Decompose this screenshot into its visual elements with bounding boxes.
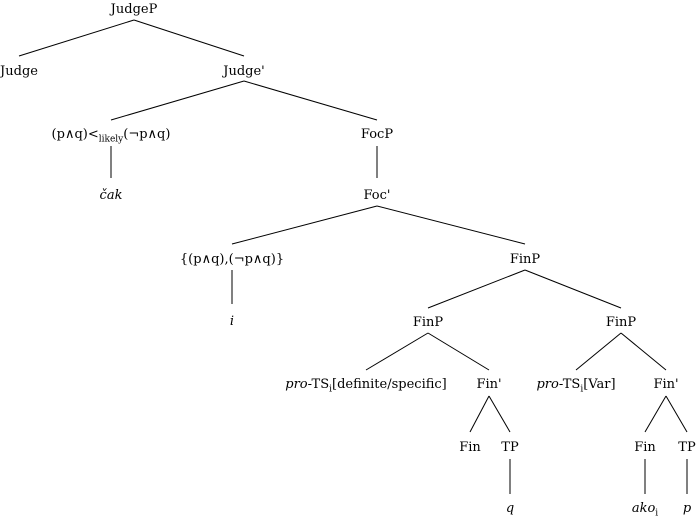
node-tp-right: TP — [678, 440, 696, 455]
branch-fin-bar-left-fin — [469, 395, 490, 433]
branch-judge-bar-focp — [243, 80, 378, 121]
pro-right-feature: [Var] — [583, 377, 616, 392]
ako-word: ako — [631, 501, 656, 516]
branch-finp-right-pro — [575, 332, 622, 371]
node-judge: Judge — [0, 64, 38, 79]
node-finp-top: FinP — [509, 252, 541, 267]
branch-finp-left-pro — [365, 332, 429, 371]
spec-pre: (p∧q)< — [51, 127, 99, 142]
node-judgep: JudgeP — [110, 2, 158, 17]
branch-judge-bar-spec — [110, 80, 245, 121]
pro-right-italic: pro — [536, 377, 559, 392]
node-foc-bar: Foc' — [363, 188, 391, 203]
branch-finp-finp-right — [524, 269, 622, 309]
node-i: i — [229, 314, 235, 329]
node-q: q — [505, 501, 515, 516]
node-fin-right: Fin — [634, 440, 656, 455]
node-judge-bar: Judge' — [223, 64, 265, 79]
node-cak: čak — [99, 188, 123, 203]
node-fin-bar-right: Fin' — [653, 377, 679, 392]
branch-foc-bar-set — [231, 205, 378, 245]
node-fin-left: Fin — [459, 440, 481, 455]
pro-left-ts: -TS — [307, 377, 330, 392]
node-ako: akoi — [632, 501, 658, 522]
node-finp-right: FinP — [605, 315, 637, 330]
branch-finp-left-fin-bar — [427, 332, 490, 371]
node-spec-scalar: (p∧q)<likely(¬p∧q) — [52, 127, 171, 148]
node-finp-left: FinP — [412, 315, 444, 330]
node-focp: FocP — [360, 127, 394, 142]
branch-fin-bar-right-fin — [644, 395, 667, 433]
node-pro-left: pro-TSi[definite/specific] — [285, 377, 447, 398]
pro-left-index: i — [329, 384, 333, 395]
branch-fin-bar-left-tp — [488, 395, 511, 433]
spec-subscript: likely — [98, 134, 124, 145]
branch-finp-finp-left — [427, 269, 526, 309]
pro-left-feature: [definite/specific] — [332, 377, 447, 392]
node-set: {(p∧q),(¬p∧q)} — [179, 252, 285, 267]
pro-right-ts: -TS — [558, 377, 581, 392]
ako-index: i — [655, 508, 659, 519]
pro-left-italic: pro — [285, 377, 308, 392]
branch-judgep-judge-bar — [133, 19, 245, 57]
branch-finp-right-fin-bar — [620, 332, 667, 371]
pro-right-index: i — [580, 384, 584, 395]
branch-fin-bar-right-tp — [665, 395, 688, 433]
node-pro-right: pro-TSi[Var] — [536, 377, 615, 398]
branch-judgep-judge — [18, 19, 135, 57]
node-fin-bar-left: Fin' — [476, 377, 502, 392]
branch-foc-bar-finp — [376, 205, 526, 245]
node-tp-left: TP — [501, 440, 519, 455]
spec-post: (¬p∧q) — [123, 127, 171, 142]
node-p: p — [682, 501, 692, 516]
